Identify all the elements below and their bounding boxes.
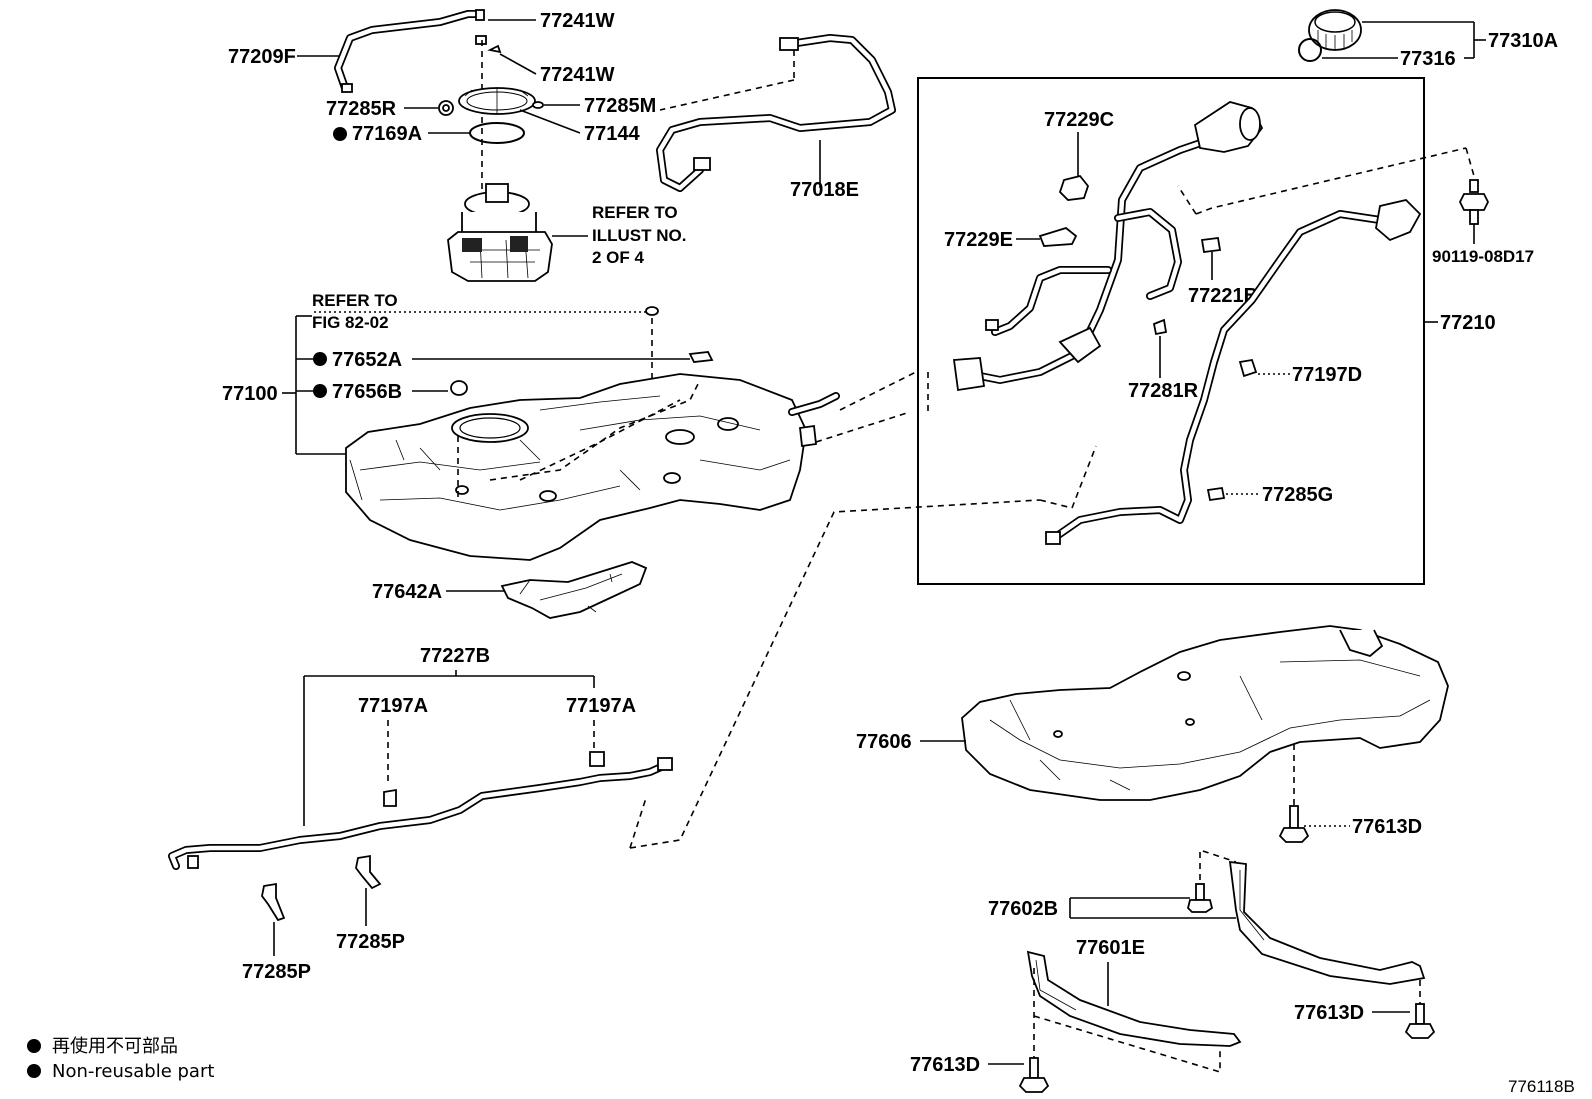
label-77285p-left: 77285P	[242, 961, 311, 983]
non-reusable-marker	[333, 127, 347, 141]
label-90119-08d17: 90119-08D17	[1432, 247, 1534, 266]
bolt-77602b[interactable]	[1187, 883, 1214, 913]
label-77197a-right: 77197A	[566, 695, 636, 717]
gasket-77316[interactable]	[1298, 38, 1322, 62]
retainer-77285r[interactable]	[438, 100, 454, 116]
label-77144: 77144	[584, 123, 640, 145]
label-77602b: 77602B	[988, 898, 1058, 920]
fuel-tank-77100[interactable]	[345, 373, 817, 561]
breather-pipe[interactable]	[1045, 199, 1422, 545]
grommet-77285m[interactable]	[532, 101, 544, 109]
label-77285m: 77285M	[584, 95, 656, 117]
label-77613d-right: 77613D	[1294, 1002, 1364, 1024]
note-refer-illust-line3: 2 OF 4	[592, 248, 645, 267]
label-77197d: 77197D	[1292, 364, 1362, 386]
bolt-77613d-right[interactable]	[1404, 1003, 1436, 1039]
clip-77241w-lower[interactable]	[487, 44, 502, 54]
label-77209f: 77209F	[228, 46, 296, 68]
bolt-90119-08d17[interactable]	[1458, 179, 1490, 225]
clamp-77197a-left[interactable]	[383, 788, 397, 807]
note-refer-fig-line2: FIG 82-02	[312, 313, 389, 332]
legend-non-reusable-en: Non-reusable part	[52, 1061, 214, 1082]
gasket-77656b[interactable]	[450, 380, 468, 396]
label-77285p-right: 77285P	[336, 931, 405, 953]
plug-refer-fig[interactable]	[645, 306, 659, 316]
non-reusable-marker	[313, 384, 327, 398]
label-77227b: 77227B	[420, 645, 490, 667]
fuel-inlet-pipe[interactable]	[952, 101, 1264, 392]
fuel-cap-77310a[interactable]	[1308, 9, 1362, 51]
label-77210: 77210	[1440, 312, 1496, 334]
fuel-tube-77209f[interactable]	[334, 9, 485, 93]
label-77100: 77100	[222, 383, 278, 405]
clamp-77197d[interactable]	[1238, 358, 1258, 378]
label-77613d-upper: 77613D	[1352, 816, 1422, 838]
vent-tube-77018e[interactable]	[656, 34, 896, 192]
label-77241w-upper: 77241W	[540, 10, 615, 32]
fuel-tank-band-77601e[interactable]	[1026, 950, 1242, 1047]
label-77656b: 77656B	[332, 381, 402, 403]
label-77601e: 77601E	[1076, 937, 1145, 959]
gasket-77169a[interactable]	[469, 122, 525, 144]
label-77229c: 77229C	[1044, 109, 1114, 131]
clamp-77285p-left[interactable]	[261, 882, 286, 922]
clamp-77285g[interactable]	[1206, 486, 1226, 502]
clip-77281r[interactable]	[1152, 318, 1168, 336]
note-refer-illust-line2: ILLUST NO.	[592, 226, 686, 245]
clip-77241w-upper[interactable]	[475, 35, 487, 45]
label-77613d-lower: 77613D	[910, 1054, 980, 1076]
label-77197a-left: 77197A	[358, 695, 428, 717]
label-77285r: 77285R	[326, 98, 397, 120]
clamp-77197a-right[interactable]	[589, 751, 605, 767]
clamp-77285p-right[interactable]	[355, 854, 382, 890]
label-77316: 77316	[1400, 48, 1456, 70]
legend-non-reusable-ja: 再使用不可部品	[52, 1036, 178, 1057]
label-77652a: 77652A	[332, 349, 402, 371]
label-77241w-lower: 77241W	[540, 64, 615, 86]
label-77310a: 77310A	[1488, 30, 1558, 52]
label-77285g: 77285G	[1262, 484, 1333, 506]
label-77642a: 77642A	[372, 581, 442, 603]
legend-bullet	[27, 1064, 41, 1078]
label-77606: 77606	[856, 731, 912, 753]
filler-pipe-sub-assembly-box	[917, 77, 1425, 585]
note-refer-illust-line1: REFER TO	[592, 203, 678, 222]
heat-insulator-77642a[interactable]	[500, 561, 648, 619]
clip-77221b[interactable]	[1200, 236, 1222, 254]
legend-bullet	[27, 1039, 41, 1053]
bracket-77229e[interactable]	[1038, 226, 1078, 247]
non-reusable-marker	[313, 352, 327, 366]
fuel-tank-protector-77606[interactable]	[961, 625, 1449, 801]
label-77281r: 77281R	[1128, 380, 1199, 402]
label-77018e: 77018E	[790, 179, 859, 201]
gauge-retainer-77144[interactable]	[458, 87, 536, 115]
figure-code: 776118B	[1508, 1077, 1575, 1096]
fuel-pump-assembly[interactable]	[447, 183, 553, 282]
gasket-77652a[interactable]	[688, 351, 714, 363]
bolt-77613d-lower[interactable]	[1018, 1057, 1050, 1093]
label-77229e: 77229E	[944, 229, 1013, 251]
label-77221b: 77221B	[1188, 285, 1258, 307]
fuel-tube-77227b[interactable]	[168, 757, 673, 870]
bracket-77229c[interactable]	[1058, 174, 1090, 201]
note-refer-fig-line1: REFER TO	[312, 291, 398, 310]
bolt-77613d-upper[interactable]	[1278, 805, 1310, 843]
fuel-tank-band-77602b[interactable]	[1228, 860, 1426, 985]
label-77169a: 77169A	[352, 123, 422, 145]
